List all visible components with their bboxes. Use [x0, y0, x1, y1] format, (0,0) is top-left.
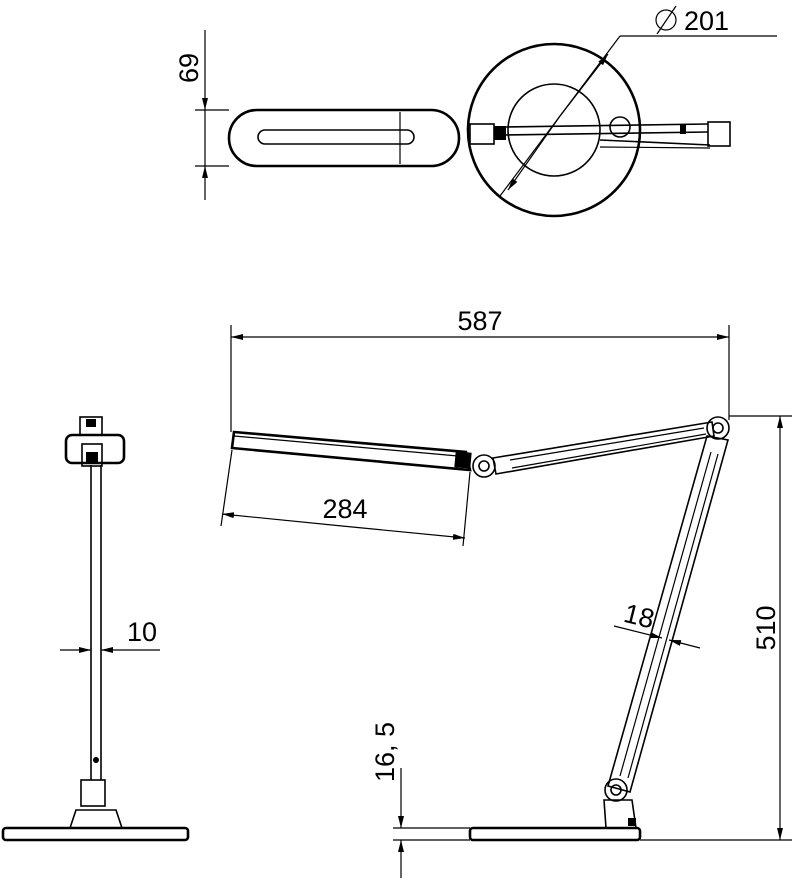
front-view-base [1, 779, 190, 842]
dim-head-length: 284 [220, 449, 471, 547]
top-view-base [466, 42, 642, 218]
side-view-lower-arm [607, 435, 730, 793]
side-view-upper-arm [492, 421, 715, 475]
top-view-lamp-head [227, 108, 461, 168]
dim-arm-width: 18 [613, 598, 701, 649]
dim-head-diameter-label: 201 [684, 6, 729, 36]
side-view-lamp-head [230, 430, 472, 472]
dim-head-length-label: 284 [322, 494, 367, 524]
dim-total-height: 510 [640, 415, 792, 841]
diameter-icon [655, 5, 677, 35]
dim-base-height-label: 16, 5 [370, 722, 400, 782]
side-view-head-joint [472, 454, 496, 478]
dim-pole-width-label: 10 [127, 617, 157, 647]
dim-base-height: 16, 5 [370, 722, 470, 878]
top-view-arm [505, 121, 731, 149]
dim-arm-width-label: 18 [621, 598, 657, 634]
top-view: 69 201 [174, 5, 777, 218]
front-view: 10 [1, 416, 190, 842]
front-view-head [64, 416, 126, 467]
dim-total-reach: 587 [230, 306, 730, 432]
side-view: 587 284 510 18 [220, 306, 792, 878]
side-view-base [468, 826, 642, 842]
top-view-joint [469, 123, 506, 145]
dim-total-height-label: 510 [751, 605, 781, 650]
dim-head-width-label: 69 [174, 53, 204, 83]
dim-head-width: 69 [174, 30, 229, 200]
dim-total-reach-label: 587 [457, 306, 502, 336]
dim-pole-width: 10 [60, 617, 160, 653]
side-view-elbow-joint [706, 416, 730, 440]
front-view-pole [90, 465, 102, 780]
dim-head-diameter: 201 [499, 5, 777, 197]
